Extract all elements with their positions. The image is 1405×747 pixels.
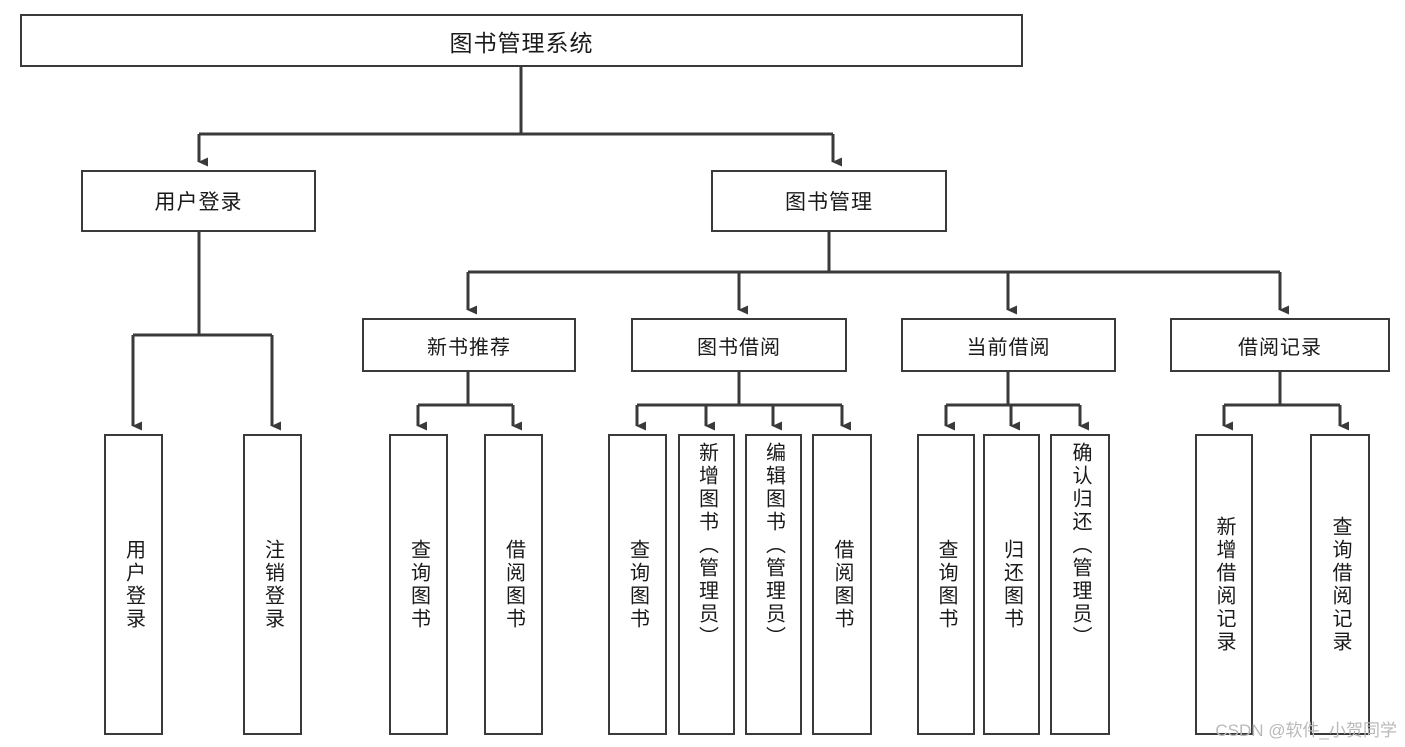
node-leaf-edit-book-label: 编辑图书（管理员） [762,442,785,649]
node-root-label: 图书管理系统 [449,29,594,56]
node-leaf-user-login-label: 用户登录 [122,538,145,631]
csdn-watermark: CSDN @软件_小贺同学 [1215,721,1397,740]
node-current-borrow[interactable]: 当前借阅 [901,318,1116,372]
node-leaf-query-book-2[interactable]: 查询图书 [608,434,667,735]
node-root[interactable]: 图书管理系统 [20,14,1023,67]
node-leaf-logout[interactable]: 注销登录 [243,434,302,735]
node-leaf-borrow-book-1-label: 借阅图书 [502,538,525,631]
node-leaf-user-login[interactable]: 用户登录 [104,434,163,735]
node-leaf-query-book-3-label: 查询图书 [935,538,957,631]
node-user-login[interactable]: 用户登录 [81,170,316,232]
node-leaf-add-book-label: 新增图书（管理员） [695,442,718,649]
node-book-borrow-label: 图书借阅 [697,336,781,359]
node-leaf-query-record-label: 查询借阅记录 [1329,515,1351,654]
node-leaf-logout-label: 注销登录 [261,538,284,631]
node-new-book-rec-label: 新书推荐 [427,336,511,359]
node-leaf-query-book-2-label: 查询图书 [626,538,649,631]
node-leaf-add-record[interactable]: 新增借阅记录 [1195,434,1253,735]
node-leaf-query-record[interactable]: 查询借阅记录 [1310,434,1370,735]
node-new-book-rec[interactable]: 新书推荐 [362,318,576,372]
node-leaf-query-book-1[interactable]: 查询图书 [389,434,448,735]
node-leaf-query-book-3[interactable]: 查询图书 [917,434,975,735]
node-leaf-confirm-return[interactable]: 确认归还（管理员） [1050,434,1110,735]
node-leaf-return-book-label: 归还图书 [1000,538,1023,631]
node-leaf-borrow-book-2-label: 借阅图书 [831,538,853,631]
node-leaf-query-book-1-label: 查询图书 [407,538,430,631]
node-leaf-edit-book[interactable]: 编辑图书（管理员） [745,434,802,735]
node-leaf-borrow-book-2[interactable]: 借阅图书 [812,434,872,735]
node-user-login-label: 用户登录 [154,191,243,214]
node-leaf-add-record-label: 新增借阅记录 [1213,515,1235,654]
node-borrow-record-label: 借阅记录 [1238,336,1322,359]
node-leaf-return-book[interactable]: 归还图书 [983,434,1040,735]
node-book-borrow[interactable]: 图书借阅 [631,318,847,372]
node-current-borrow-label: 当前借阅 [966,336,1051,359]
node-borrow-record[interactable]: 借阅记录 [1170,318,1390,372]
node-book-manage-label: 图书管理 [785,191,873,214]
node-leaf-confirm-return-label: 确认归还（管理员） [1069,442,1091,649]
node-book-manage[interactable]: 图书管理 [711,170,947,232]
node-leaf-borrow-book-1[interactable]: 借阅图书 [484,434,543,735]
node-leaf-add-book[interactable]: 新增图书（管理员） [678,434,735,735]
